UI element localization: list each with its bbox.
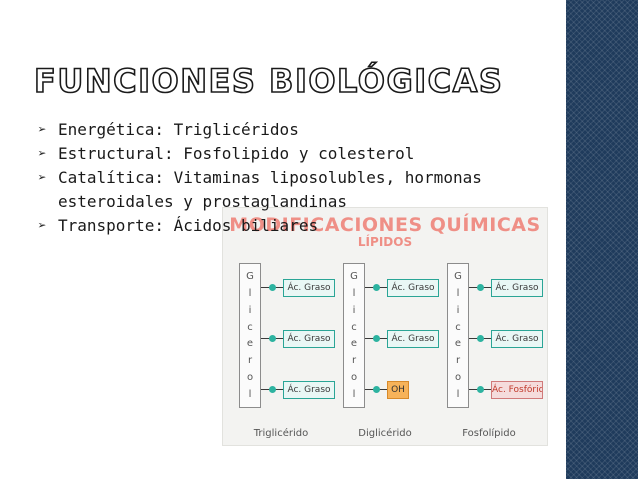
circle-arrow-icon: ➢ (38, 122, 47, 138)
molecule-label: Triglicérido (253, 428, 309, 439)
decorative-side-stripe (566, 0, 638, 479)
ester-bond (469, 284, 491, 291)
ester-bond (261, 335, 283, 342)
bullet-item: ➢ Energética: Triglicéridos (38, 118, 538, 142)
bullet-item: ➢ Estructural: Fosfolipido y colesterol (38, 142, 538, 166)
bullet-text: Energética: Triglicéridos (58, 120, 299, 139)
fatty-acid-box: Ác. Graso (283, 381, 335, 399)
ester-bond (469, 335, 491, 342)
bullet-item: ➢ Transporte: Ácidos biliares (38, 214, 538, 238)
figure-subtitle: LÍPIDOS (357, 235, 413, 249)
fatty-acid-box: Ác. Graso (387, 279, 439, 297)
ester-bond (261, 284, 283, 291)
circle-arrow-icon: ➢ (38, 170, 47, 186)
bullet-list: ➢ Energética: Triglicéridos ➢ Estructura… (38, 118, 538, 238)
fatty-acid-box: Ác. Graso (283, 330, 335, 348)
bullet-item: ➢ Catalítica: Vitaminas liposolubles, ho… (38, 166, 538, 214)
ester-bond (261, 386, 283, 393)
fatty-acid-box: Ác. Graso (491, 279, 543, 297)
ester-bond (365, 335, 387, 342)
molecule-label: Diglicérido (358, 428, 412, 439)
circle-arrow-icon: ➢ (38, 218, 47, 234)
fatty-acid-box: Ác. Graso (283, 279, 335, 297)
circle-arrow-icon: ➢ (38, 146, 47, 162)
slide-title: FUNCIONES BIOLÓGICAS (33, 61, 504, 101)
fatty-acid-box: Ác. Graso (387, 330, 439, 348)
phosphate-bond (469, 386, 491, 393)
bullet-text: Estructural: Fosfolipido y colesterol (58, 144, 415, 163)
hydroxyl-bond (365, 386, 387, 393)
molecule-label: Fosfolípido (462, 428, 516, 439)
bullet-text: Catalítica: Vitaminas liposolubles, horm… (58, 168, 482, 211)
phosphoric-acid-box: Ác. Fosfórico (491, 381, 543, 399)
hydroxyl-box: OH (387, 381, 409, 399)
ester-bond (365, 284, 387, 291)
bullet-text: Transporte: Ácidos biliares (58, 216, 319, 235)
fatty-acid-box: Ác. Graso (491, 330, 543, 348)
figure-title: MODIFICACIONES QUÍMICAS (229, 214, 541, 236)
